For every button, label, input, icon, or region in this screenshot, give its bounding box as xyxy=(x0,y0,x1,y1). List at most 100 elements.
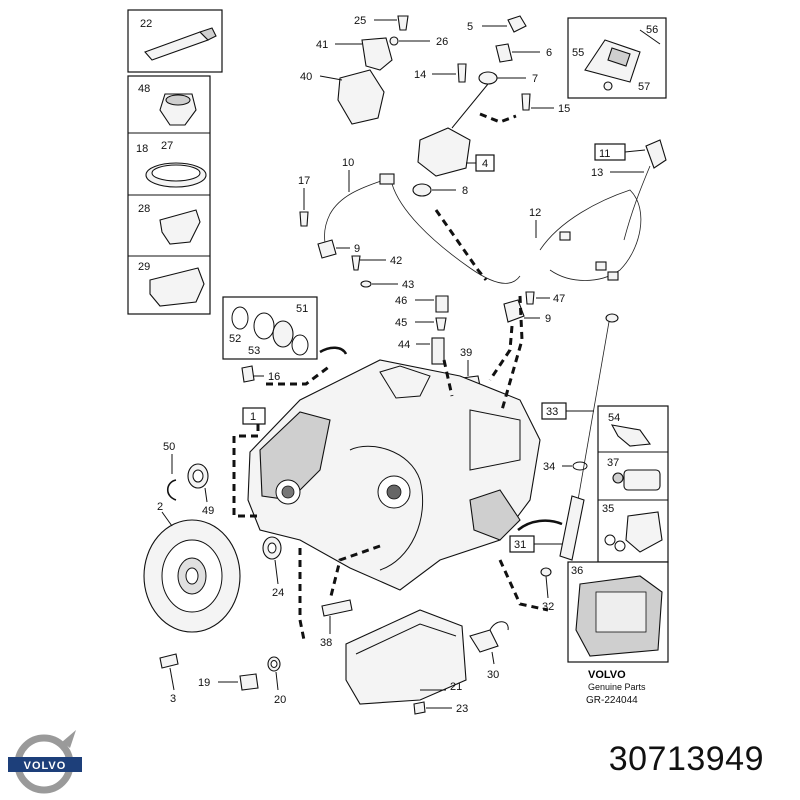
part-47-bolt[interactable]: 47 xyxy=(525,291,565,305)
inset-clip-29[interactable]: 29 xyxy=(138,261,205,307)
inset-clip-28[interactable]: 28 xyxy=(138,203,201,245)
callout-55: 55 xyxy=(572,47,584,59)
callout-20: 20 xyxy=(274,694,286,706)
part-4-position-sensor[interactable]: 4 xyxy=(417,127,495,177)
part-49-seal[interactable]: 49 xyxy=(187,463,214,517)
genuine-parts-text: Genuine Parts xyxy=(588,682,646,692)
inset-gasket-35[interactable]: 35 xyxy=(602,503,663,553)
part-30-connector[interactable]: 30 xyxy=(469,621,509,681)
part-34-seal[interactable]: 34 xyxy=(543,461,588,473)
callout-37: 37 xyxy=(607,457,619,469)
callout-22: 22 xyxy=(140,18,152,30)
part-43-ring[interactable]: 43 xyxy=(360,279,414,291)
inset-solenoid-37[interactable]: 37 xyxy=(607,457,661,491)
part-32-seal[interactable]: 32 xyxy=(540,567,554,613)
callout-29: 29 xyxy=(138,261,150,273)
callout-14: 14 xyxy=(414,69,426,81)
callout-28: 28 xyxy=(138,203,150,215)
part-1-transmission-housing[interactable]: 1 xyxy=(242,359,541,591)
part-17-bolt[interactable]: 17 xyxy=(298,175,310,227)
inset-valve-body-36[interactable]: 36 xyxy=(567,561,669,663)
callout-41: 41 xyxy=(316,39,328,51)
part-19-drain-plug[interactable]: 19 xyxy=(198,673,259,691)
callout-49: 49 xyxy=(202,505,214,517)
part-23-bolt[interactable]: 23 xyxy=(413,701,468,715)
inset-clamp-18-27[interactable]: 18 27 xyxy=(136,140,207,188)
part-50-circlip[interactable]: 50 xyxy=(163,441,177,501)
part-20-washer[interactable]: 20 xyxy=(267,656,286,706)
callout-32: 32 xyxy=(542,601,554,613)
part-46-plug[interactable]: 46 xyxy=(395,295,449,313)
callout-50: 50 xyxy=(163,441,175,453)
part-33-dipstick[interactable]: 33 xyxy=(541,313,619,501)
arrow-valve-body xyxy=(517,519,563,531)
part-44-sleeve[interactable]: 44 xyxy=(398,337,445,365)
callout-7: 7 xyxy=(532,73,538,85)
callout-10: 10 xyxy=(342,157,354,169)
part-9-speed-sensor-b[interactable]: 9 xyxy=(503,299,551,325)
part-15-bolt[interactable]: 15 xyxy=(521,93,570,115)
callout-16: 16 xyxy=(268,371,280,383)
inset-fitting-48[interactable]: 48 xyxy=(138,83,197,126)
part-9-speed-sensor-a[interactable]: 9 xyxy=(317,239,360,259)
callout-38: 38 xyxy=(320,637,332,649)
part-7-seal[interactable]: 7 xyxy=(478,71,538,85)
part-5-nut[interactable]: 5 xyxy=(467,15,527,33)
callout-30: 30 xyxy=(487,669,499,681)
part-6-lever[interactable]: 6 xyxy=(495,43,552,63)
part-41-sensor[interactable]: 41 xyxy=(316,37,393,71)
callout-9a: 9 xyxy=(354,243,360,255)
callout-13: 13 xyxy=(591,167,603,179)
part-2-torque-converter[interactable]: 2 xyxy=(143,501,241,633)
part-14-bolt[interactable]: 14 xyxy=(414,63,467,83)
part-25-bolt[interactable]: 25 xyxy=(354,15,409,31)
part-42-pin[interactable]: 42 xyxy=(351,255,402,271)
part-8-seal[interactable]: 8 xyxy=(412,183,468,197)
callout-52: 52 xyxy=(229,333,241,345)
part-12-wire-harness[interactable]: 12 xyxy=(529,189,642,281)
part-40-selector-switch[interactable]: 40 xyxy=(300,69,385,125)
callout-12: 12 xyxy=(529,207,541,219)
callout-15: 15 xyxy=(558,103,570,115)
callout-45: 45 xyxy=(395,317,407,329)
inset-seal-kit-51[interactable]: 51 52 53 xyxy=(222,296,318,360)
callout-57: 57 xyxy=(638,81,650,93)
part-38-bolt[interactable]: 38 xyxy=(320,599,353,649)
volvo-logo: VOLVO xyxy=(8,730,82,794)
leader-2 xyxy=(298,548,306,641)
callout-11: 11 xyxy=(599,148,610,160)
callout-46: 46 xyxy=(395,295,407,307)
leader-47 xyxy=(488,325,514,381)
inset-bracket-54[interactable]: 54 xyxy=(608,412,651,447)
callout-48: 48 xyxy=(138,83,150,95)
callout-35: 35 xyxy=(602,503,614,515)
callout-2: 2 xyxy=(157,501,163,513)
callout-40: 40 xyxy=(300,71,312,83)
callout-42: 42 xyxy=(390,255,402,267)
diagram-reference: GR-224044 xyxy=(586,695,638,706)
callout-6: 6 xyxy=(546,47,552,59)
callout-47: 47 xyxy=(553,293,565,305)
leader-7-4 xyxy=(451,83,489,129)
part-45-bolt[interactable]: 45 xyxy=(395,317,447,331)
brand-name-small: VOLVO xyxy=(588,669,626,681)
callout-4: 4 xyxy=(482,158,488,170)
leader-8 xyxy=(434,209,488,281)
volvo-genuine-parts-tag: VOLVO Genuine Parts GR-224044 xyxy=(586,669,646,706)
part-31-fill-tube[interactable]: 31 xyxy=(509,495,585,561)
part-26-washer[interactable]: 26 xyxy=(389,36,448,48)
logo-text: VOLVO xyxy=(24,760,67,772)
leader-9b xyxy=(500,295,524,411)
arrow-seal-kit xyxy=(319,346,348,355)
callout-36: 36 xyxy=(571,565,583,577)
inset-tube-22[interactable]: 22 xyxy=(127,9,223,73)
part-24-oil-seal[interactable]: 24 xyxy=(262,536,284,599)
part-21-oil-pan[interactable]: 21 xyxy=(345,609,467,705)
callout-18: 18 xyxy=(136,143,148,155)
part-3-bolt[interactable]: 3 xyxy=(159,653,179,705)
callout-3: 3 xyxy=(170,693,176,705)
part-11-gear-lever-knob[interactable]: 11 13 xyxy=(591,139,667,241)
part-16-bolt[interactable]: 16 xyxy=(241,365,280,383)
callout-27: 27 xyxy=(161,140,173,152)
inset-gasket-kit-55[interactable]: 56 55 57 xyxy=(567,17,667,99)
